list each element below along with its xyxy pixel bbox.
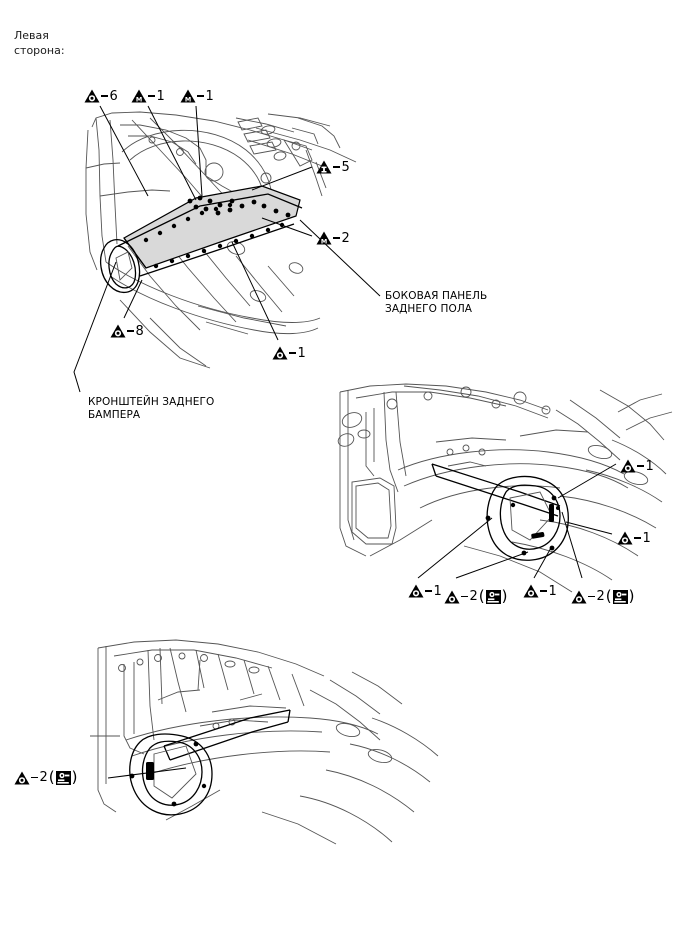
callout-code: 8 <box>135 323 144 339</box>
svg-text:M: M <box>136 96 142 103</box>
callout-code: 2 <box>39 770 48 785</box>
triangle-circle-icon <box>14 771 30 785</box>
callout-dash <box>634 537 641 539</box>
callout-dash <box>148 95 155 97</box>
paren-close: ) <box>501 587 508 605</box>
paren-open: ( <box>605 587 612 605</box>
callout-bottom-2[interactable]: 2 ( ) <box>14 770 79 785</box>
callout-mid-2a[interactable]: 2 ( ) <box>444 589 509 604</box>
callout-top-1b[interactable]: M 1 <box>180 89 214 103</box>
callout-dash <box>461 595 468 598</box>
callout-top-5[interactable]: 5 <box>316 160 350 174</box>
callout-dash <box>101 95 108 97</box>
callout-code: 2 <box>596 589 605 604</box>
callout-mid-1b[interactable]: 1 <box>617 531 651 545</box>
paren-close: ) <box>71 768 78 786</box>
callout-dash <box>333 166 340 168</box>
callout-code: 1 <box>297 345 306 361</box>
spot-weld-icon <box>55 770 71 785</box>
triangle-circle-icon <box>272 346 288 360</box>
triangle-circle-icon <box>408 584 424 598</box>
callout-code: 5 <box>341 159 350 175</box>
triangle-circle-icon <box>617 531 633 545</box>
triangle-i-icon <box>316 160 332 174</box>
callout-dash <box>588 595 595 598</box>
spot-weld-icon <box>485 589 501 604</box>
triangle-circle-icon <box>110 324 126 338</box>
paren-close: ) <box>628 587 635 605</box>
callout-dash <box>425 590 432 592</box>
page-title: Левая сторона: <box>14 29 65 57</box>
triangle-circle-icon <box>571 590 587 604</box>
callout-dash <box>333 237 340 239</box>
callout-top-6[interactable]: 6 <box>84 89 118 103</box>
callout-code: 1 <box>156 88 165 104</box>
spot-weld-icon <box>612 589 628 604</box>
callout-code: 1 <box>548 583 557 599</box>
callout-top-2[interactable]: M 2 <box>316 231 350 245</box>
callout-code: 1 <box>642 530 651 546</box>
paren-open: ( <box>478 587 485 605</box>
callout-code: 2 <box>341 230 350 246</box>
callout-code: 1 <box>645 458 654 474</box>
callout-dash <box>540 590 547 592</box>
label-rear-floor-side-panel: БОКОВАЯ ПАНЕЛЬ ЗАДНЕГО ПОЛА <box>385 290 488 315</box>
paren-open: ( <box>48 768 55 786</box>
callout-code: 6 <box>109 88 118 104</box>
callout-mid-1c[interactable]: 1 <box>408 584 442 598</box>
callout-dash <box>127 330 134 332</box>
triangle-m-icon: M <box>316 231 332 245</box>
callout-dash <box>637 465 644 467</box>
callout-mid-1a[interactable]: 1 <box>620 459 654 473</box>
callout-code: 2 <box>469 589 478 604</box>
callout-top-8[interactable]: 8 <box>110 324 144 338</box>
callout-dash <box>289 352 296 354</box>
triangle-m-icon: M <box>131 89 147 103</box>
callout-code: 1 <box>433 583 442 599</box>
triangle-circle-icon <box>620 459 636 473</box>
triangle-circle-icon <box>444 590 460 604</box>
callout-mid-2b[interactable]: 2 ( ) <box>571 589 636 604</box>
triangle-circle-icon <box>84 89 100 103</box>
callout-top-1c[interactable]: 1 <box>272 346 306 360</box>
triangle-m-icon: M <box>180 89 196 103</box>
callout-dash <box>197 95 204 97</box>
svg-text:M: M <box>185 96 191 103</box>
callout-top-1a[interactable]: M 1 <box>131 89 165 103</box>
label-rear-bumper-bracket: КРОНШТЕЙН ЗАДНЕГО БАМПЕРА <box>88 396 215 421</box>
callout-mid-1d[interactable]: 1 <box>523 584 557 598</box>
callout-code: 1 <box>205 88 214 104</box>
triangle-circle-icon <box>523 584 539 598</box>
callout-dash <box>31 776 38 779</box>
svg-text:M: M <box>321 238 327 245</box>
